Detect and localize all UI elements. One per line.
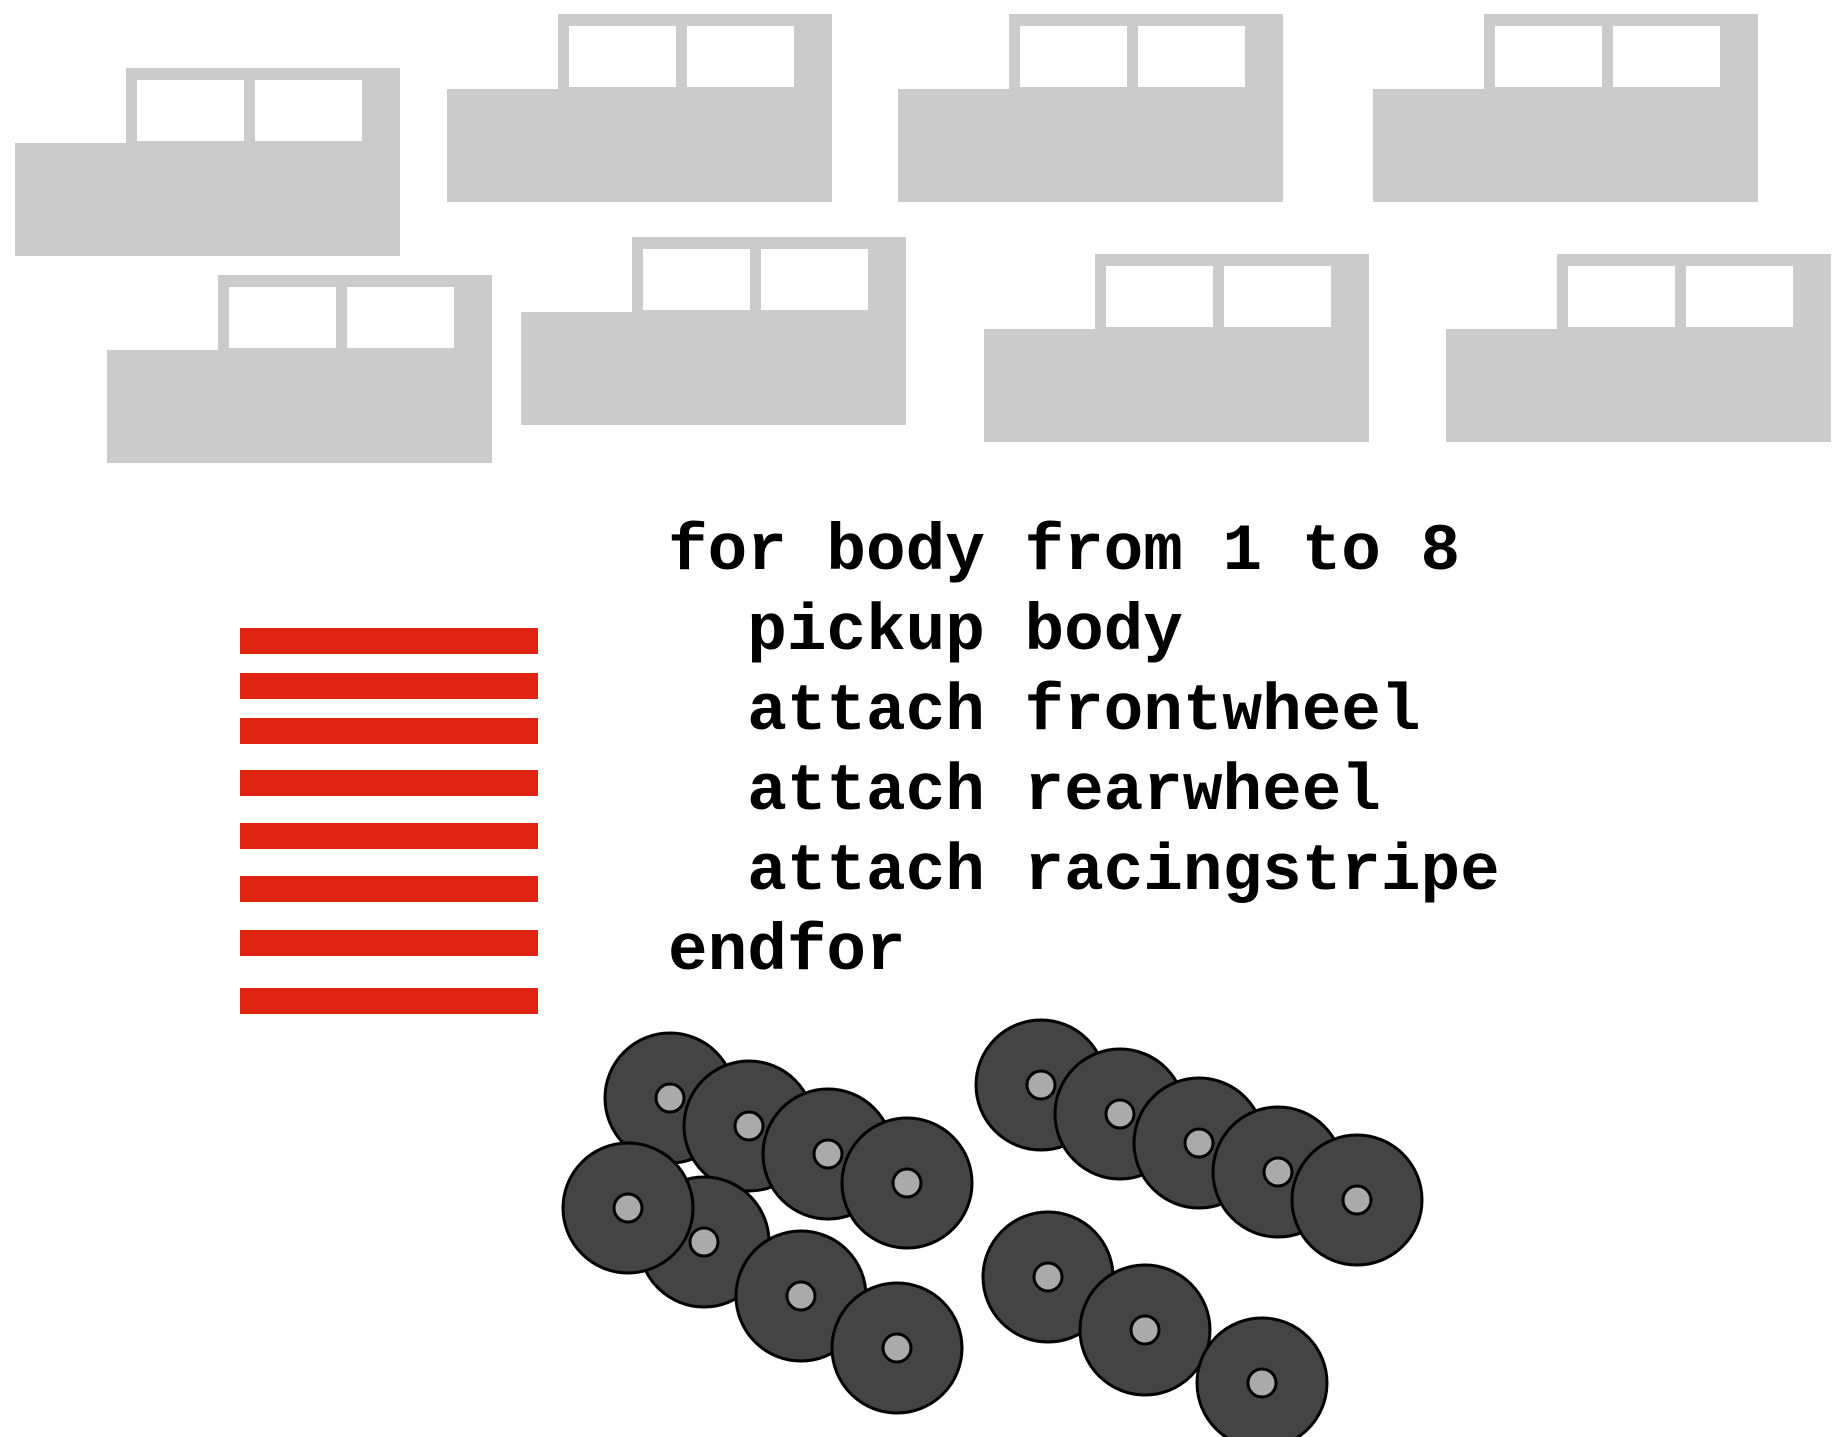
wheel-icon <box>981 1210 1115 1344</box>
code-line-for: for body from 1 to 8 <box>668 514 1461 589</box>
racing-stripe-icon <box>240 628 538 654</box>
code-line-pickup: pickup body <box>668 594 1183 669</box>
car-body-icon <box>984 254 1369 442</box>
car-body-icon <box>15 68 400 256</box>
car-body-icon <box>898 14 1283 202</box>
wheel-icon <box>840 1116 974 1250</box>
loop-pseudocode: for body from 1 to 8 pickup body attach … <box>668 512 1500 992</box>
wheels-group <box>561 1018 1424 1437</box>
car-body-icon <box>521 237 906 425</box>
car-body-icon <box>1446 254 1831 442</box>
wheel-icon <box>561 1141 695 1275</box>
racing-stripes-group <box>240 628 538 1014</box>
racing-stripe-icon <box>240 930 538 956</box>
wheel-icon <box>1078 1263 1212 1397</box>
car-body-icon <box>447 14 832 202</box>
code-line-attach-racingstripe: attach racingstripe <box>668 834 1500 909</box>
wheel-icon <box>830 1281 964 1415</box>
car-bodies-group <box>15 14 1831 463</box>
code-line-attach-frontwheel: attach frontwheel <box>668 674 1421 749</box>
car-body-icon <box>1373 14 1758 202</box>
racing-stripe-icon <box>240 673 538 699</box>
racing-stripe-icon <box>240 770 538 796</box>
racing-stripe-icon <box>240 876 538 902</box>
code-line-endfor: endfor <box>668 914 906 989</box>
racing-stripe-icon <box>240 718 538 744</box>
car-body-icon <box>107 275 492 463</box>
code-line-attach-rearwheel: attach rearwheel <box>668 754 1381 829</box>
wheel-icon <box>1195 1316 1329 1437</box>
racing-stripe-icon <box>240 823 538 849</box>
wheel-icon <box>1290 1133 1424 1267</box>
racing-stripe-icon <box>240 988 538 1014</box>
